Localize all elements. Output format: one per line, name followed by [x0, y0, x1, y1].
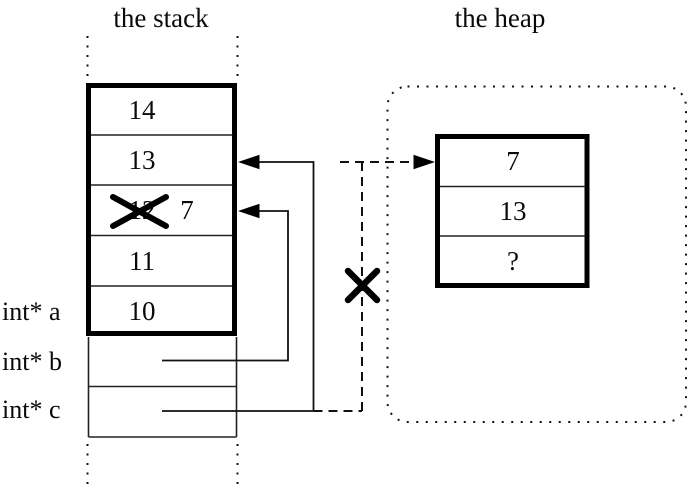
old-pointer-arrowhead-icon: [413, 154, 435, 170]
pointer-var-label-b: int* b: [2, 347, 62, 376]
heap-cell-value: ?: [507, 246, 519, 276]
heap-cell-value: 13: [499, 196, 527, 226]
pointer-b-arrowhead-icon: [238, 203, 260, 219]
stack-title: the stack: [113, 3, 209, 33]
stack-cell-value: 10: [128, 296, 156, 326]
pointer-var-rows: [87, 337, 238, 438]
severed-pointer-cross-icon: [344, 267, 381, 304]
stack-cell-value: 14: [128, 95, 156, 125]
heap-cell-value: 7: [506, 146, 520, 176]
stack-cell-value: 13: [128, 145, 156, 175]
pointer-c-arrowhead-icon: [238, 154, 260, 170]
pointer-var-label-a: int* a: [2, 297, 61, 326]
heap-title: the heap: [454, 3, 546, 33]
pointer-var-label-c: int* c: [2, 395, 61, 424]
stack-cell-replacement-value: 7: [180, 195, 194, 225]
old-heap-pointer-dashed-line: [313, 161, 414, 412]
stack-cell-value: 11: [129, 246, 155, 276]
